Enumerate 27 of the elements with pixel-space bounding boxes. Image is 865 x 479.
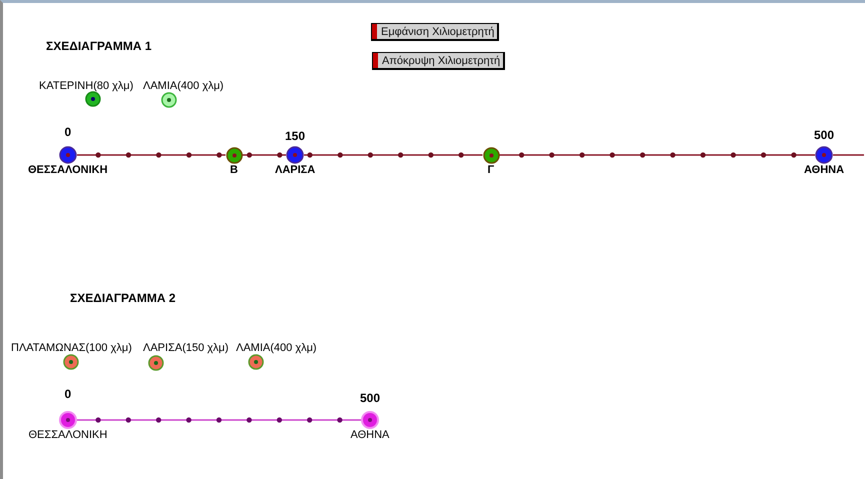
point-label: Γ [488, 164, 494, 176]
point-label: ΛΑΜΙΑ(400 χλμ) [236, 342, 317, 354]
section-label: ΣΧΕΔΙΑΓΡΑΜΜΑ 2 [70, 291, 176, 305]
hide-button: Απόκρυψη Χιλιομετρητή [372, 52, 506, 70]
point-label: ΛΑΜΙΑ(400 χλμ) [143, 80, 224, 92]
line-segment [833, 154, 864, 156]
distance-label: 500 [360, 392, 380, 405]
point-label: Β [230, 164, 238, 176]
point-label: ΛΑΡΙΣΑ(150 χλμ) [143, 342, 229, 354]
distance-label: 0 [64, 388, 72, 401]
line-segment [242, 154, 286, 156]
point-label: ΘΕΣΣΑΛΟΝΙΚΗ [28, 164, 108, 176]
point-label: ΛΑΡΙΣΑ [275, 164, 316, 176]
point-label: ΑΘΗΝΑ [350, 429, 390, 441]
show-button: Εμφάνιση Χιλιομετρητή [371, 23, 500, 41]
distance-label: 500 [814, 129, 834, 142]
point-label: ΑΘΗΝΑ [804, 164, 844, 176]
line-segment [77, 419, 361, 421]
distance-label: 0 [64, 126, 72, 139]
section-label: ΣΧΕΔΙΑΓΡΑΜΜΑ 1 [46, 39, 152, 53]
point-label: ΠΛΑΤΑΜΩΝΑΣ(100 χλμ) [11, 342, 132, 354]
line-segment [77, 154, 226, 156]
point-label: ΘΕΣΣΑΛΟΝΙΚΗ [28, 429, 108, 441]
line-segment [500, 154, 815, 156]
line-segment [304, 154, 482, 156]
distance-label: 150 [285, 130, 306, 143]
point-label: ΚΑΤΕΡΙΝΗ(80 χλμ) [39, 80, 134, 92]
